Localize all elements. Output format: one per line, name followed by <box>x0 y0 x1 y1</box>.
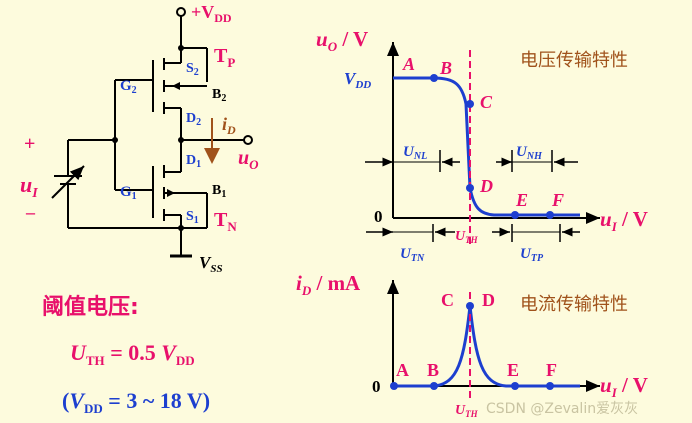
svg-text:UNL: UNL <box>403 144 427 162</box>
vtc-x-label: uI / V <box>600 207 648 234</box>
svg-text:0: 0 <box>372 377 381 396</box>
svg-text:+: + <box>24 133 35 155</box>
circuit-labels: +VDD TP TN S2 B2 D2 D1 B1 S1 G2 G1 iD uO… <box>20 2 259 275</box>
ctc-title: 电流传输特性 <box>520 294 628 315</box>
svg-text:F: F <box>551 190 564 210</box>
svg-text:B: B <box>427 360 439 380</box>
svg-text:E: E <box>507 360 519 380</box>
svg-text:uO: uO <box>238 147 259 172</box>
svg-text:S1: S1 <box>186 209 199 226</box>
svg-text:0: 0 <box>374 207 383 226</box>
svg-text:UTP: UTP <box>520 246 544 264</box>
svg-text:A: A <box>402 54 415 74</box>
vtc-chart: uO / V uI / V 电压传输特性 VDD 0 A B C D E F U… <box>316 27 648 264</box>
svg-text:UNH: UNH <box>516 144 543 162</box>
vtc-curve <box>393 76 580 217</box>
circuit-schematic <box>51 7 253 258</box>
svg-text:B: B <box>439 58 452 78</box>
threshold-equation: UTH = 0.5 VDD <box>70 340 195 368</box>
watermark: CSDN @Zevalin爱灰灰 <box>486 401 638 417</box>
vtc-title: 电压传输特性 <box>520 50 628 71</box>
svg-text:S2: S2 <box>186 61 199 78</box>
svg-text:D: D <box>479 176 493 196</box>
uo-terminal <box>243 135 253 145</box>
svg-text:C: C <box>480 92 493 112</box>
svg-text:iD: iD <box>222 114 236 137</box>
svg-text:–: – <box>25 202 36 222</box>
threshold-block: 阈值电压: UTH = 0.5 VDD (VDD = 3 ~ 18 V) <box>42 294 210 416</box>
ctc-chart: iD / mA uI / V 电流传输特性 0 A B C D E F UTH <box>296 271 648 419</box>
ctc-x-label: uI / V <box>600 373 648 400</box>
svg-text:VDD: VDD <box>344 69 371 91</box>
svg-text:E: E <box>515 190 528 210</box>
svg-text:TP: TP <box>214 45 235 70</box>
svg-text:G2: G2 <box>120 78 137 96</box>
svg-text:UTH: UTH <box>455 403 479 419</box>
svg-text:UTH: UTH <box>455 229 479 245</box>
ctc-y-label: iD / mA <box>296 271 361 298</box>
svg-text:D2: D2 <box>186 111 201 128</box>
threshold-title: 阈值电压: <box>42 294 139 320</box>
svg-text:A: A <box>396 360 409 380</box>
vdd-terminal <box>176 7 186 17</box>
vdd-range: (VDD = 3 ~ 18 V) <box>62 388 210 416</box>
svg-text:+VDD: +VDD <box>191 2 232 25</box>
svg-text:F: F <box>546 360 557 380</box>
svg-text:UTN: UTN <box>400 246 425 264</box>
svg-text:D1: D1 <box>186 153 201 170</box>
svg-text:C: C <box>441 290 454 310</box>
svg-text:TN: TN <box>214 209 237 234</box>
svg-text:uI: uI <box>20 172 38 201</box>
vtc-y-label: uO / V <box>316 27 368 54</box>
svg-text:B1: B1 <box>212 183 226 200</box>
svg-text:B2: B2 <box>212 87 226 104</box>
svg-text:VSS: VSS <box>199 253 223 275</box>
svg-text:G1: G1 <box>120 184 137 202</box>
svg-text:D: D <box>482 290 495 310</box>
